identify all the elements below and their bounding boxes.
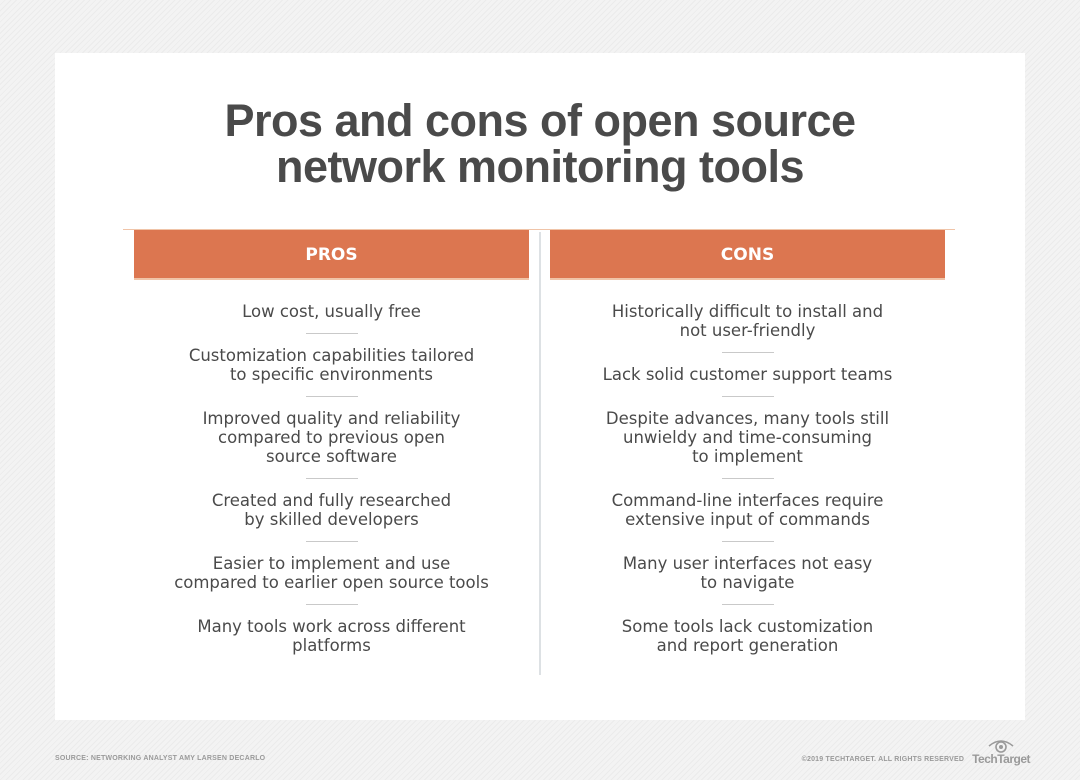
list-item: Lack solid customer support teams: [602, 365, 893, 384]
copyright-note: ©2019 TECHTARGET. ALL RIGHTS RESERVED: [801, 756, 965, 763]
list-item: Command-line interfaces require extensiv…: [611, 491, 884, 529]
logo-text: TechTarget: [972, 752, 1030, 766]
header-rule: [123, 229, 955, 230]
list-item: Despite advances, many tools still unwie…: [605, 409, 890, 466]
item-separator: [305, 333, 358, 334]
cons-list: Historically difficult to install and no…: [550, 302, 945, 655]
pros-header: PROS: [134, 230, 529, 280]
title-line-1: Pros and cons of open source: [224, 95, 856, 146]
title-line-2: network monitoring tools: [276, 141, 804, 192]
list-item: Improved quality and reliability compare…: [202, 409, 461, 466]
column-divider: [539, 232, 541, 675]
source-note: SOURCE: NETWORKING ANALYST AMY LARSEN DE…: [55, 755, 266, 762]
item-separator: [305, 604, 358, 605]
item-separator: [305, 541, 358, 542]
list-item: Many tools work across different platfor…: [197, 617, 466, 655]
techtarget-logo: TechTarget: [972, 737, 1030, 766]
cons-header: CONS: [550, 230, 945, 280]
item-separator: [721, 352, 774, 353]
list-item: Low cost, usually free: [242, 302, 421, 321]
list-item: Historically difficult to install and no…: [611, 302, 884, 340]
item-separator: [721, 604, 774, 605]
footer-right: ©2019 TECHTARGET. ALL RIGHTS RESERVED Te…: [802, 734, 1030, 766]
list-item: Many user interfaces not easy to navigat…: [622, 554, 873, 592]
cons-column: CONS Historically difficult to install a…: [550, 230, 945, 655]
eye-icon: [988, 740, 1014, 753]
list-item: Created and fully researched by skilled …: [211, 491, 452, 529]
item-separator: [721, 396, 774, 397]
item-separator: [721, 541, 774, 542]
list-item: Customization capabilities tailored to s…: [188, 346, 475, 384]
list-item: Some tools lack customization and report…: [621, 617, 874, 655]
item-separator: [305, 478, 358, 479]
list-item: Easier to implement and use compared to …: [174, 554, 489, 592]
item-separator: [721, 478, 774, 479]
item-separator: [305, 396, 358, 397]
